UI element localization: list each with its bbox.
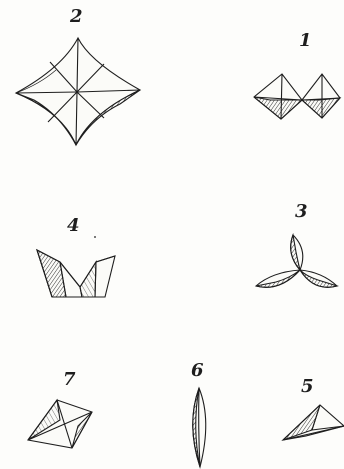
speck (94, 236, 96, 238)
figure-4-crown-crystal (37, 250, 115, 297)
figure-6-spindle-crystal (193, 388, 206, 467)
figure-1-twin-crystal (254, 74, 340, 119)
figure-3-propeller-crystal (256, 235, 337, 287)
figure-5-wedge-crystal (283, 405, 344, 440)
figure-7-rhombic-crystal (28, 400, 92, 448)
figure-2-star-crystal (16, 38, 140, 145)
